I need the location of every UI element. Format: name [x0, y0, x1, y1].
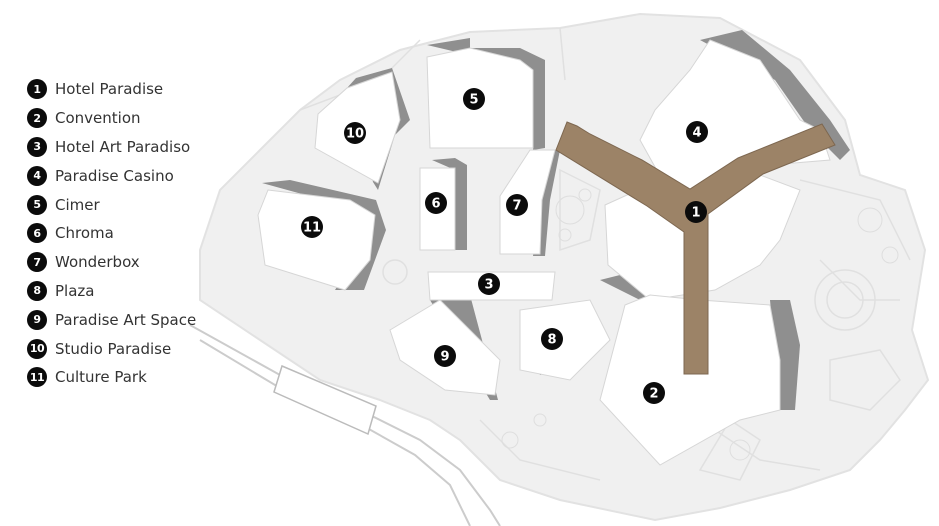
legend-label: Wonderbox — [55, 253, 140, 272]
legend-label: Studio Paradise — [55, 339, 172, 358]
legend-number-badge: 8 — [27, 280, 47, 301]
legend-label: Paradise Casino — [55, 166, 174, 185]
site-decoration — [501, 188, 899, 461]
legend-number-badge: 11 — [27, 367, 47, 388]
legend-item[interactable]: 7 Wonderbox — [27, 248, 196, 277]
bridge-structure — [273, 364, 377, 436]
marker-number: 2 — [649, 387, 658, 402]
map-marker-1[interactable]: 1 — [685, 201, 707, 223]
map-marker-10[interactable]: 10 — [344, 122, 366, 144]
legend-item[interactable]: 3 Hotel Art Paradiso — [27, 133, 196, 162]
map-marker-8[interactable]: 8 — [541, 328, 563, 350]
map-marker-4[interactable]: 4 — [686, 121, 708, 143]
marker-number: 4 — [692, 126, 701, 141]
marker-circle — [643, 382, 665, 404]
building-culture-park — [257, 189, 376, 291]
legend-list: 1 Hotel Paradise 2 Convention 3 Hotel Art P… — [27, 75, 196, 392]
legend-number-badge: 6 — [27, 223, 47, 244]
legend-item[interactable]: 5 Cimer — [27, 190, 196, 219]
legend-item[interactable]: 9 Paradise Art Space — [27, 305, 196, 334]
map-markers: 1 2 3 4 5 6 7 8 9 10 11 — [301, 88, 708, 404]
marker-circle — [425, 192, 447, 214]
marker-number: 7 — [512, 199, 521, 214]
legend-number-badge: 9 — [27, 309, 47, 330]
legend-item[interactable]: 11 Culture Park — [27, 363, 196, 392]
legend-number-badge: 1 — [27, 79, 47, 100]
legend-item[interactable]: 4 Paradise Casino — [27, 161, 196, 190]
legend-label: Chroma — [55, 224, 114, 243]
legend-number-badge: 3 — [27, 136, 47, 157]
marker-circle — [686, 121, 708, 143]
legend-number-badge: 4 — [27, 165, 47, 186]
map-marker-2[interactable]: 2 — [643, 382, 665, 404]
marker-number: 10 — [346, 127, 364, 142]
building-convention — [599, 294, 781, 466]
marker-number: 8 — [547, 333, 556, 348]
legend-number-badge: 2 — [27, 108, 47, 129]
map-marker-9[interactable]: 9 — [434, 345, 456, 367]
marker-circle — [344, 122, 366, 144]
marker-number: 11 — [303, 221, 321, 236]
marker-circle — [301, 216, 323, 238]
map-marker-6[interactable]: 6 — [425, 192, 447, 214]
site-inner-paths — [299, 27, 911, 481]
legend-item[interactable]: 1 Hotel Paradise — [27, 75, 196, 104]
legend-label: Cimer — [55, 195, 100, 214]
map-marker-7[interactable]: 7 — [506, 194, 528, 216]
legend-item[interactable]: 10 Studio Paradise — [27, 334, 196, 363]
map-marker-3[interactable]: 3 — [478, 273, 500, 295]
legend-label: Plaza — [55, 281, 95, 300]
legend-item[interactable]: 8 Plaza — [27, 277, 196, 306]
legend-label: Hotel Paradise — [55, 80, 164, 99]
marker-circle — [434, 345, 456, 367]
legend-label: Paradise Art Space — [55, 310, 197, 329]
legend-label: Convention — [55, 109, 141, 128]
marker-circle — [463, 88, 485, 110]
legend-label: Culture Park — [55, 368, 147, 387]
legend-label: Hotel Art Paradiso — [55, 137, 191, 156]
legend-number-badge: 5 — [27, 194, 47, 215]
hotel-paradise-wings — [555, 121, 836, 375]
legend-item[interactable]: 6 Chroma — [27, 219, 196, 248]
marker-number: 3 — [484, 278, 493, 293]
legend-item[interactable]: 2 Convention — [27, 104, 196, 133]
legend-number-badge: 10 — [27, 338, 47, 359]
map-marker-11[interactable]: 11 — [301, 216, 323, 238]
marker-number: 6 — [431, 197, 440, 212]
building-plaza — [519, 299, 611, 381]
marker-circle — [685, 201, 707, 223]
marker-circle — [506, 194, 528, 216]
marker-circle — [541, 328, 563, 350]
marker-number: 9 — [440, 350, 449, 365]
legend-number-badge: 7 — [27, 252, 47, 273]
map-marker-5[interactable]: 5 — [463, 88, 485, 110]
marker-number: 5 — [469, 93, 478, 108]
marker-circle — [478, 273, 500, 295]
marker-number: 1 — [691, 206, 700, 221]
